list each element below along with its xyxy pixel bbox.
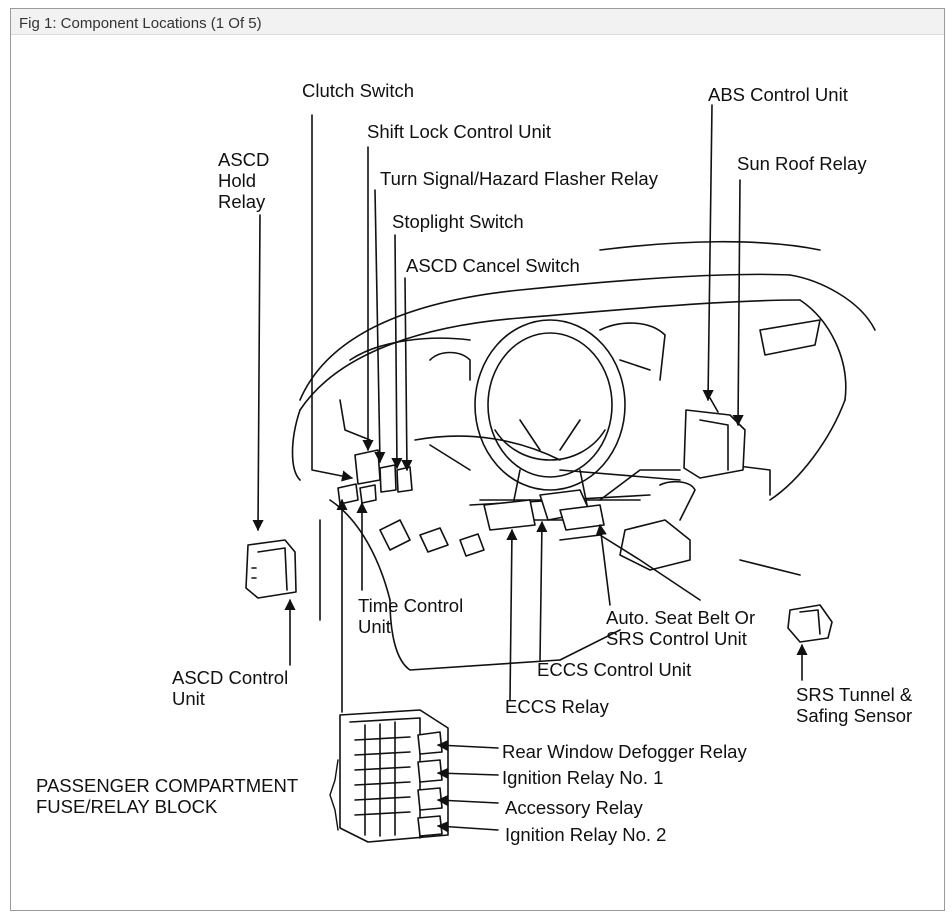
label-clutch-switch: Clutch Switch: [302, 80, 415, 101]
label-ascd-cancel-switch: ASCD Cancel Switch: [406, 255, 580, 276]
figure-caption: Fig 1: Component Locations (1 Of 5): [19, 15, 262, 32]
label-srs-tunnel-safing-sensor: SRS Tunnel & Safing Sensor: [796, 684, 913, 726]
label-rear-window-defogger-relay: Rear Window Defogger Relay: [502, 741, 747, 762]
label-ascd-control-unit: ASCD Control Unit: [172, 667, 289, 709]
label-passenger-fuse-relay-block: PASSENGER COMPARTMENT FUSE/RELAY BLOCK: [36, 775, 299, 817]
label-turn-signal-hazard-relay: Turn Signal/Hazard Flasher Relay: [380, 168, 658, 189]
steering-wheel: [469, 319, 651, 521]
label-ignition-relay-2: Ignition Relay No. 2: [505, 824, 667, 845]
label-ignition-relay-1: Ignition Relay No. 1: [502, 767, 664, 788]
component-shapes: [245, 397, 833, 843]
label-abs-control-unit: ABS Control Unit: [708, 84, 848, 105]
label-eccs-relay: ECCS Relay: [505, 696, 609, 717]
label-auto-seat-belt-srs-control: Auto. Seat Belt Or SRS Control Unit: [606, 607, 756, 649]
label-stoplight-switch: Stoplight Switch: [392, 211, 524, 232]
label-eccs-control-unit: ECCS Control Unit: [537, 659, 692, 680]
label-shift-lock-control-unit: Shift Lock Control Unit: [367, 121, 552, 142]
label-accessory-relay: Accessory Relay: [505, 797, 643, 818]
label-sun-roof-relay: Sun Roof Relay: [737, 153, 867, 174]
caption-bar: Fig 1: Component Locations (1 Of 5): [11, 9, 944, 35]
figure-frame: [10, 8, 945, 911]
label-ascd-hold-relay: ASCD Hold Relay: [218, 149, 270, 212]
label-time-control-unit: Time Control Unit: [358, 595, 464, 637]
leader-arrows: [252, 104, 808, 833]
